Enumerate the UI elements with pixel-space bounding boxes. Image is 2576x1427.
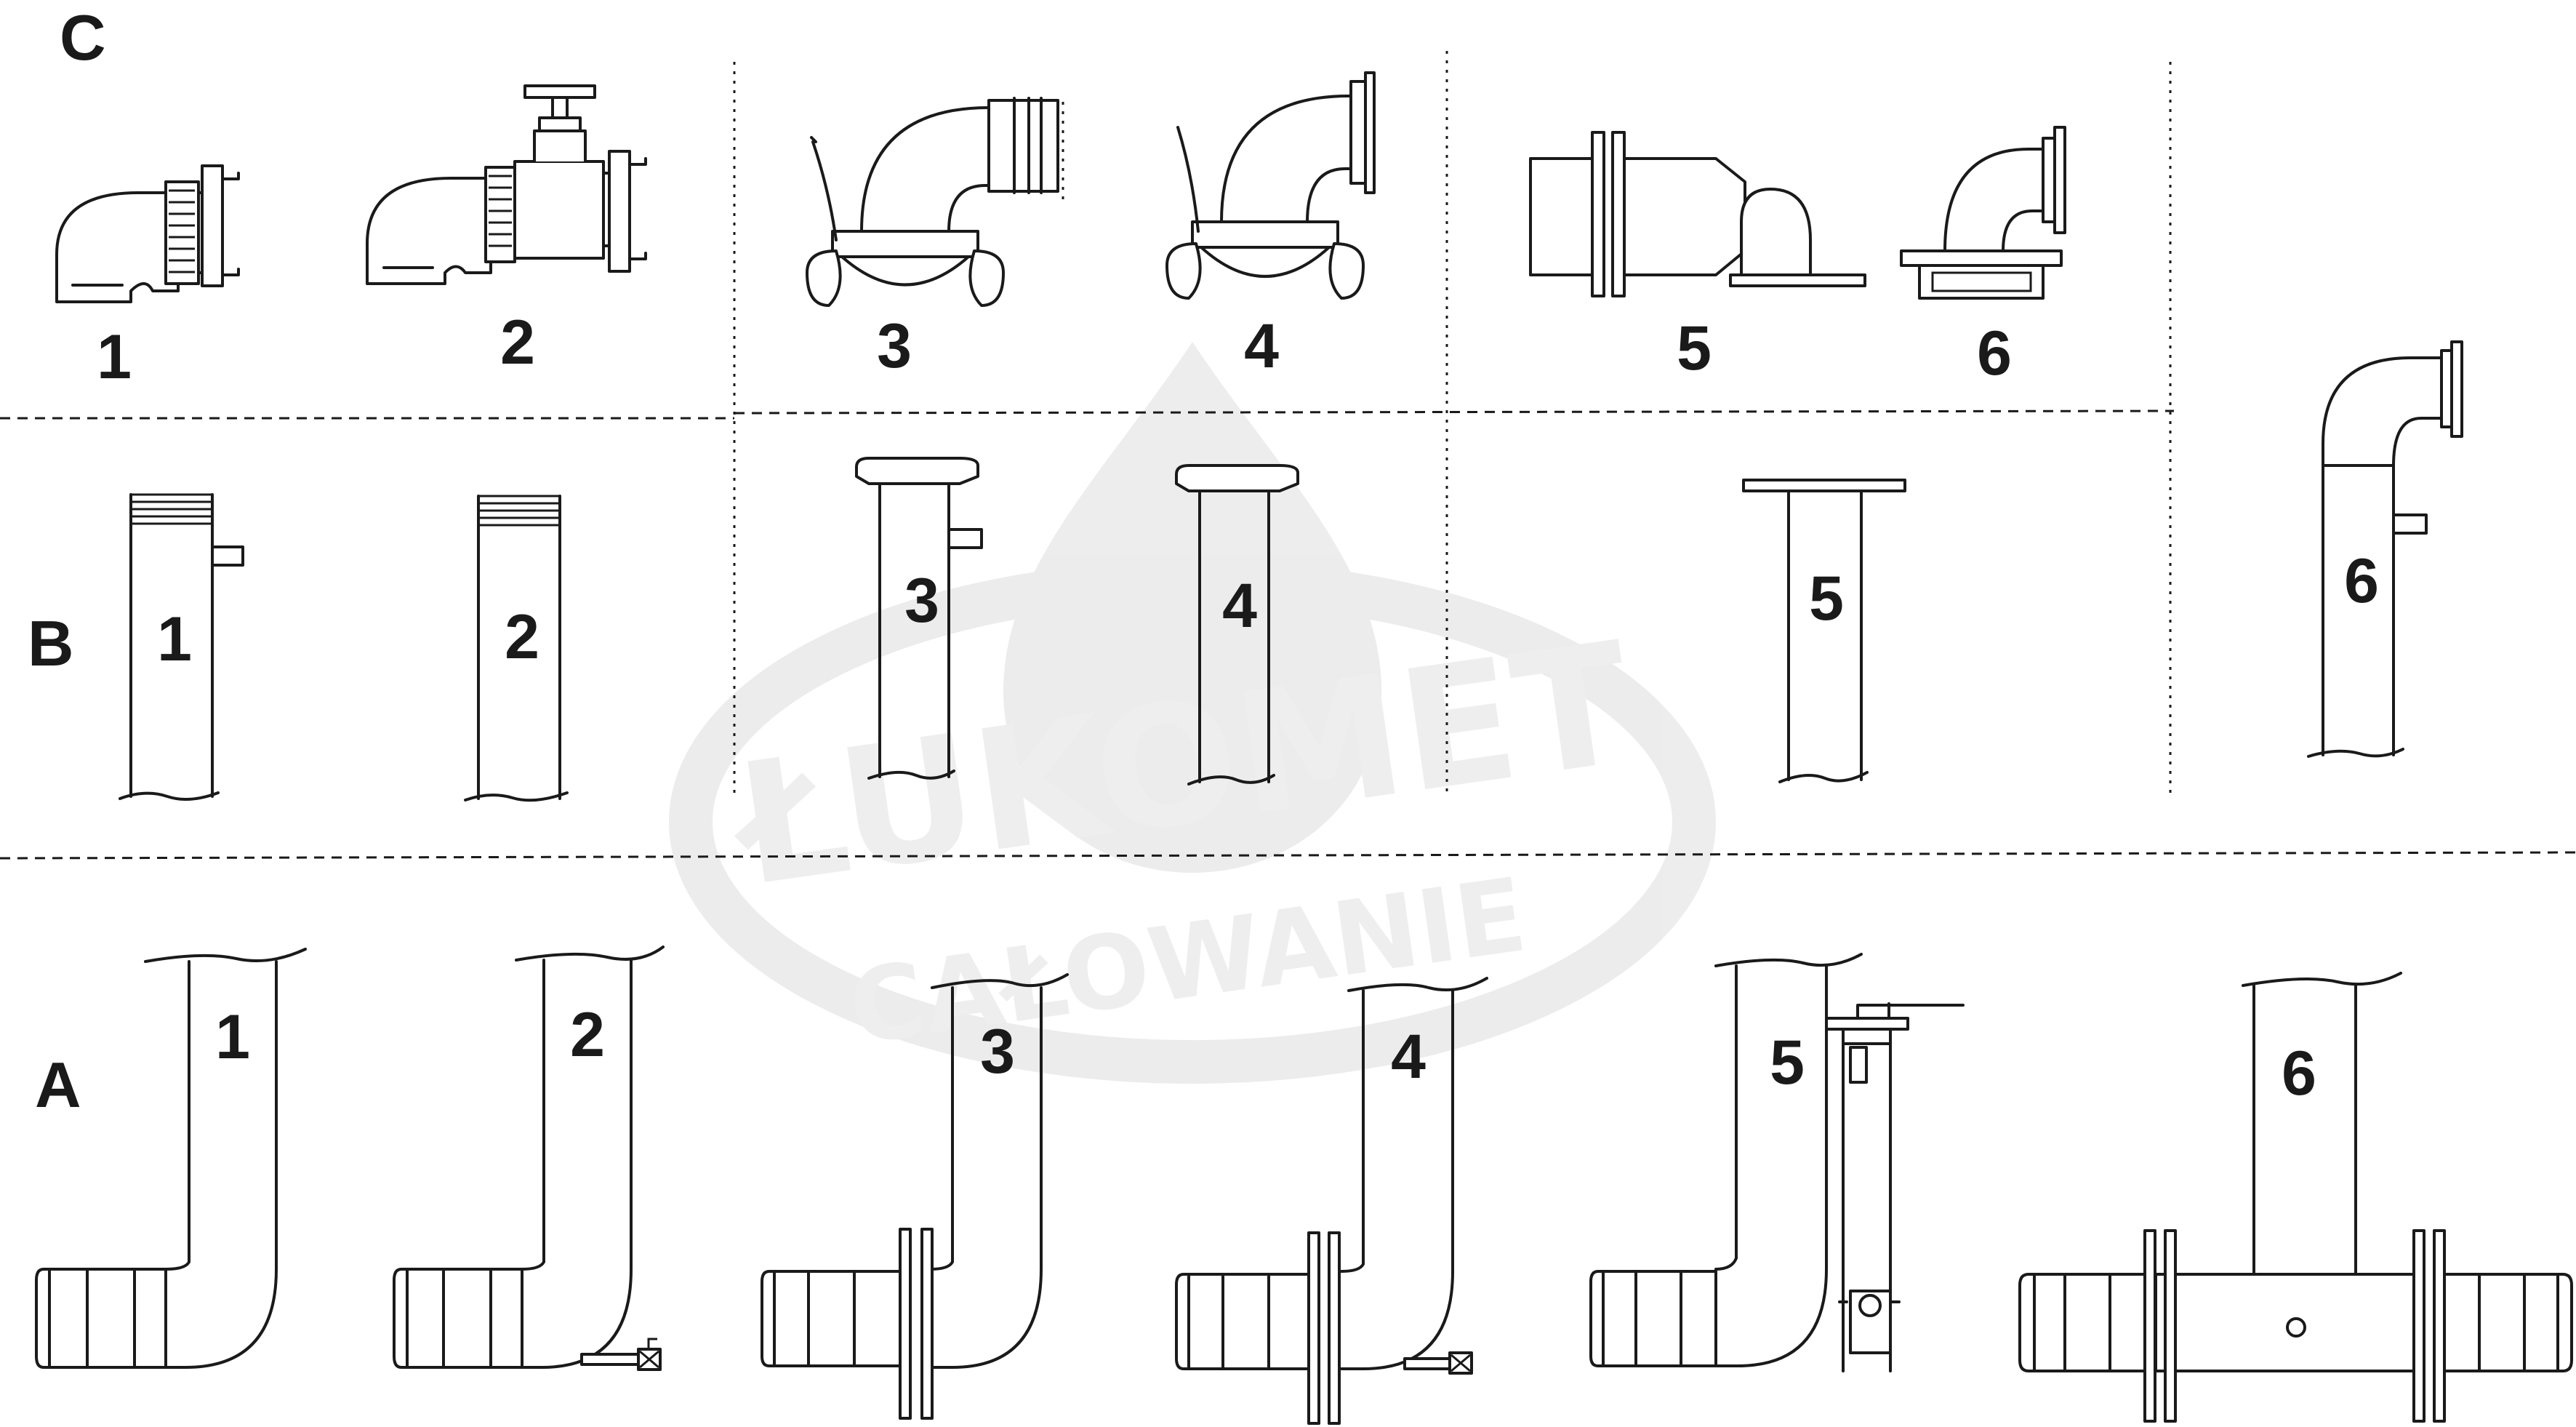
label-c3: 3 xyxy=(877,311,912,381)
label-a2: 2 xyxy=(570,1000,605,1070)
assembly-a2 xyxy=(393,946,665,1371)
label-a3: 3 xyxy=(980,1017,1015,1087)
label-c6: 6 xyxy=(1977,319,2012,388)
label-a6: 6 xyxy=(2282,1039,2316,1108)
fitting-c4 xyxy=(1165,71,1376,300)
watermark-ellipse xyxy=(669,560,1716,1084)
label-a1: 1 xyxy=(215,1002,250,1072)
label-c4: 4 xyxy=(1244,311,1279,381)
label-a5: 5 xyxy=(1770,1028,1805,1098)
label-c2: 2 xyxy=(500,308,535,377)
fitting-c6 xyxy=(1900,126,2066,300)
pipe-b1 xyxy=(119,493,244,801)
watermark: ŁUKOMET CAŁOWANIE xyxy=(669,342,1716,1084)
fitting-c2 xyxy=(366,84,647,285)
label-c5: 5 xyxy=(1677,313,1712,383)
pipe-b4 xyxy=(1175,464,1299,786)
fitting-c5 xyxy=(1529,131,1866,297)
label-c1: 1 xyxy=(97,322,132,392)
assembly-a5 xyxy=(1589,953,1965,1372)
row-label-b: B xyxy=(28,607,74,679)
separator-c-b-right xyxy=(734,409,2175,415)
label-a4: 4 xyxy=(1391,1022,1426,1092)
assembly-a3 xyxy=(761,973,1069,1420)
row-label-a: A xyxy=(35,1049,81,1121)
label-b5: 5 xyxy=(1809,564,1844,633)
row-label-c: C xyxy=(60,1,106,73)
label-b2: 2 xyxy=(505,602,539,672)
pipe-b5 xyxy=(1742,479,1906,783)
assembly-a6 xyxy=(2018,972,2573,1423)
separator-b-a xyxy=(0,851,2576,860)
assembly-a4 xyxy=(1175,977,1488,1425)
pipe-b2 xyxy=(464,495,569,802)
fitting-c1 xyxy=(55,164,240,303)
label-b4: 4 xyxy=(1222,571,1257,641)
pipe-b3 xyxy=(855,457,983,780)
assembly-a1 xyxy=(35,948,307,1369)
fitting-c3 xyxy=(806,97,1064,307)
pipe-b6 xyxy=(2307,340,2463,758)
label-b6: 6 xyxy=(2344,546,2379,616)
label-b3: 3 xyxy=(904,566,939,636)
label-b1: 1 xyxy=(157,604,192,674)
